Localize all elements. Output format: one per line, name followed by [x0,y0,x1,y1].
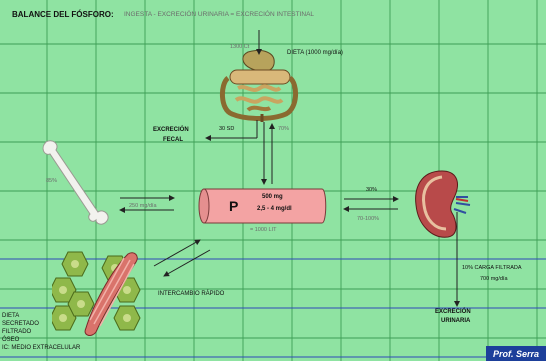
legend-item: DIETA [2,312,80,320]
legend-item: SECRETADO [2,320,80,328]
legend-item: FILTRADO [2,328,80,336]
author-button[interactable]: Prof. Serra [486,346,546,361]
legend: DIETA SECRETADO FILTRADO ÓSEO IC: MEDIO … [2,312,80,352]
legend-item: IC: MEDIO EXTRACELULAR [2,344,80,352]
legend-item: ÓSEO [2,336,80,344]
